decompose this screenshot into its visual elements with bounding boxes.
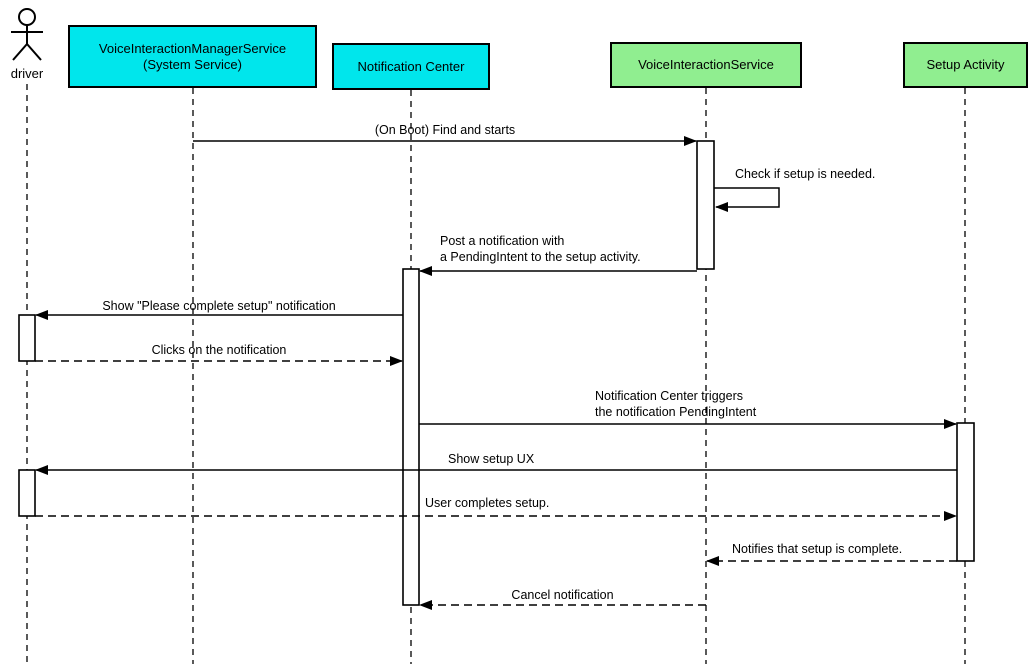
message-show-please-complete-setup: Show "Please complete setup" notificatio…	[102, 299, 336, 313]
participant-voice-interaction-manager-service: VoiceInteractionManagerService (System S…	[68, 25, 317, 88]
message-user-completes-setup: User completes setup.	[425, 496, 550, 510]
activation-bar-notification-center	[402, 268, 420, 606]
actor-icon	[11, 8, 43, 61]
message-show-setup-ux: Show setup UX	[448, 452, 535, 466]
activation-bar-setup-activity	[956, 422, 975, 562]
message-notification-center-triggers: Notification Center triggers the notific…	[595, 389, 757, 419]
arrow-check-if-setup-is-needed	[714, 187, 780, 212]
message-clicks-on-the-notification: Clicks on the notification	[151, 343, 287, 357]
message-post-a-notification: Post a notification with a PendingIntent…	[440, 234, 641, 264]
activation-bar-voice-interaction-service	[696, 140, 715, 270]
actor-label-driver: driver	[10, 66, 44, 81]
participant-setup-activity: Setup Activity	[903, 42, 1028, 88]
message-cancel-notification: Cancel notification	[511, 588, 614, 602]
participant-voice-interaction-service: VoiceInteractionService	[610, 42, 802, 88]
message-notifies-setup-complete: Notifies that setup is complete.	[732, 542, 903, 556]
participant-notification-center: Notification Center	[332, 43, 490, 90]
activation-bar-driver-2	[18, 469, 36, 517]
activation-bar-driver-1	[18, 314, 36, 362]
message-check-if-setup-is-needed: Check if setup is needed.	[735, 167, 876, 181]
message-on-boot-find-and-starts: (On Boot) Find and starts	[374, 123, 516, 137]
